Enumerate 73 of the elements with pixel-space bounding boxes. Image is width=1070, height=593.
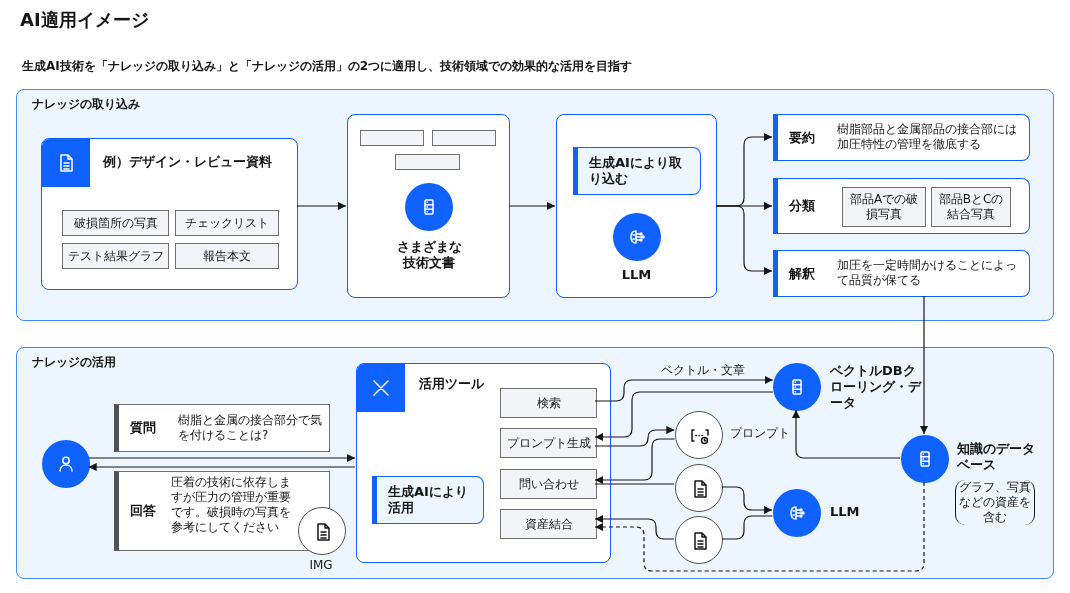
edge-label: ベクトル・文章 [658, 363, 748, 378]
card-heading: 解釈 [789, 266, 816, 282]
card-heading: LLM [830, 504, 861, 520]
item-tag: 報告本文 [175, 243, 279, 269]
subtitle: 生成AI技術を「ナレッジの取り込み」と「ナレッジの活用」の2つに適用し、技術領域での効果的な活用を目指す [22, 58, 633, 75]
card [41, 138, 298, 290]
card-heading: ベクトルDBクローリング・データ [830, 363, 923, 411]
item-tag: 部品Aでの破損写真 [842, 187, 926, 227]
card-heading: 活用ツール [419, 376, 485, 392]
section-panel [16, 89, 1054, 321]
highlight-panel [372, 476, 484, 524]
card-text: 加圧を一定時間かけることによって品質が保てる [837, 258, 1018, 288]
card [356, 363, 611, 563]
card-heading: さまざまな技術文書 [395, 239, 463, 271]
arrow [594, 391, 774, 441]
node-label: プロンプト [730, 426, 791, 441]
node-label: IMG [308, 558, 334, 573]
card-heading: 回答 [130, 503, 157, 519]
circle-node [675, 464, 723, 512]
circle-node [298, 507, 346, 555]
arrow [594, 376, 774, 402]
result-card [773, 250, 1030, 297]
highlight-panel [573, 147, 701, 195]
item-tag: 破損箇所の写真 [62, 210, 169, 236]
connector-line [721, 515, 773, 540]
message-card [114, 471, 330, 551]
card-text: 樹脂と金属の接合部分で気を付けることは? [178, 413, 323, 443]
card [347, 114, 510, 298]
item-tag: 問い合わせ [500, 469, 597, 499]
card [556, 114, 717, 298]
card-heading: 例）デザイン・レビュー資料 [103, 153, 273, 171]
diagram-title: AI適用イメージ [20, 8, 149, 32]
arrow [88, 463, 356, 471]
arrow [715, 205, 773, 275]
card-heading: LLM [620, 267, 653, 283]
caption-note: グラフ、写真などの資産を含む [955, 480, 1035, 525]
result-card [773, 178, 1030, 234]
arrow [508, 202, 556, 210]
card-heading: 生成AIにより取り込む [589, 155, 683, 187]
item-tag: チェックリスト [175, 210, 279, 236]
card-heading: 分類 [789, 198, 816, 214]
card-text: 樹脂部品と金属部品の接合部には加圧特性の管理を徹底する [837, 122, 1018, 152]
arrow [594, 426, 675, 447]
arrow [296, 202, 347, 210]
circle-node [675, 516, 723, 564]
section-panel [16, 347, 1054, 579]
arrow [721, 486, 773, 514]
message-card [114, 404, 330, 452]
item-tag [432, 130, 496, 146]
arrow [594, 481, 925, 572]
connector-line [594, 483, 675, 485]
section-title: ナレッジの取り込み [32, 96, 141, 112]
item-tag [360, 130, 424, 146]
item-tag: 検索 [500, 388, 597, 418]
item-tag: プロンプト生成 [500, 428, 597, 458]
item-tag: テスト結果グラフ [62, 243, 169, 269]
card-heading: 知識のデータベース [957, 441, 1036, 473]
result-card [773, 114, 1030, 161]
item-tag: 部品BとCの結合写真 [931, 187, 1011, 227]
item-tag: 資産結合 [500, 509, 597, 539]
arrow [920, 295, 928, 435]
circle-node [675, 411, 723, 459]
item-tag [395, 154, 460, 170]
card-heading: 生成AIにより活用 [388, 484, 468, 516]
card-heading: 要約 [789, 130, 816, 146]
arrow [594, 438, 676, 484]
arrow [792, 409, 901, 459]
avatar-circle [42, 440, 90, 488]
arrow [594, 515, 675, 540]
card-heading: 質問 [130, 420, 157, 436]
arrow [87, 454, 356, 462]
card-text: 圧着の技術に依存しますが圧力の管理が重要です。破損時の写真を参考にしてください [171, 475, 292, 535]
section-title: ナレッジの活用 [32, 354, 117, 370]
